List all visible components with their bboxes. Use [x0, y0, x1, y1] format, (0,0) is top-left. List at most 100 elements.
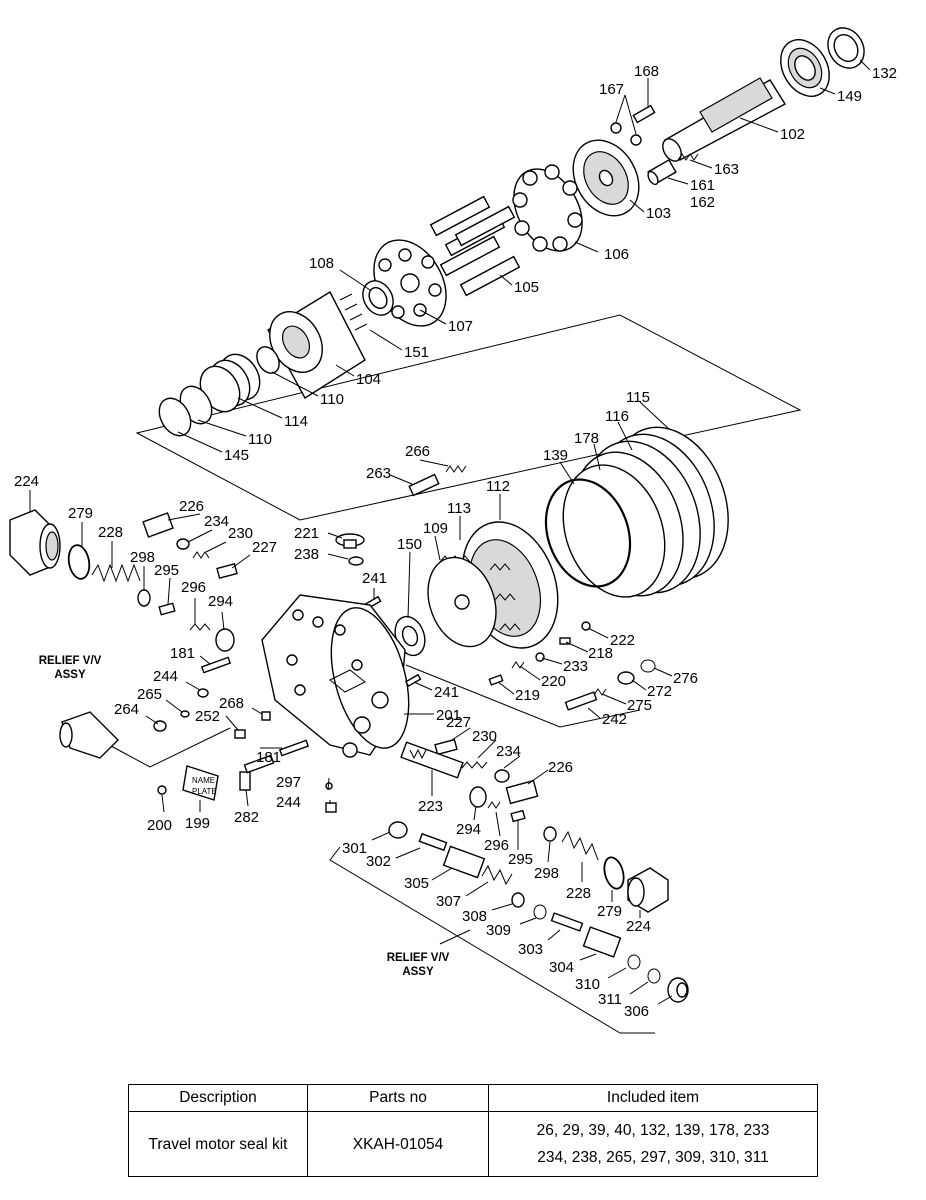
spring-set-114 — [199, 353, 261, 413]
part-label: 220 — [541, 673, 566, 690]
o-ring-234-left — [176, 538, 190, 550]
part-label: 114 — [284, 413, 308, 430]
rotating-group-bracket — [135, 314, 802, 521]
bearing-150 — [394, 615, 426, 657]
relief-valve-bracket-left — [99, 727, 231, 768]
part-label: 294 — [208, 593, 233, 610]
seat-298-lower — [543, 826, 557, 842]
spring-220 — [511, 661, 525, 669]
part-label: 200 — [147, 817, 172, 834]
part-label: 294 — [456, 821, 481, 838]
part-label: 108 — [309, 255, 334, 272]
part-label: 297 — [276, 774, 301, 791]
part-label: 161 — [690, 177, 715, 194]
part-label: 266 — [405, 443, 430, 460]
spool-242 — [564, 691, 598, 711]
part-label: 139 — [543, 447, 568, 464]
part-label: 145 — [224, 447, 249, 464]
part-label: 233 — [563, 658, 588, 675]
part-label: 272 — [647, 683, 672, 700]
swash-plate-103 — [572, 139, 640, 217]
part-label: 227 — [252, 539, 277, 556]
spring-228-lower — [561, 830, 599, 861]
part-label: 201 — [436, 707, 461, 724]
pin-168 — [632, 104, 656, 124]
part-label: 115 — [626, 389, 650, 406]
o-ring-279-left — [67, 544, 91, 580]
note-line: ASSY — [402, 966, 434, 978]
bolt-181-lower — [278, 739, 310, 757]
spring-230-lower — [461, 761, 488, 769]
part-label: 276 — [673, 670, 698, 687]
part-label: 308 — [462, 908, 487, 925]
part-label: 149 — [837, 88, 862, 105]
poppet-295-left — [158, 602, 176, 616]
part-label: 199 — [185, 815, 210, 832]
included-item-cell: 26, 29, 39, 40, 132, 139, 178, 233 234, … — [488, 1111, 818, 1177]
column-header-parts-no: Parts no — [307, 1084, 489, 1112]
part-label: 241 — [434, 684, 459, 701]
part-labels: 132 149 168 167 102 163 161 162 103 106 … — [14, 63, 897, 1020]
column-header-description: Description — [128, 1084, 308, 1112]
part-label: 226 — [179, 498, 204, 515]
o-ring-139 — [544, 478, 632, 588]
part-label: 275 — [627, 697, 652, 714]
relief-valve-assy-left — [59, 711, 119, 759]
part-label: 222 — [610, 632, 635, 649]
seat-298-left — [137, 589, 151, 607]
column-header-included-item: Included item — [488, 1084, 818, 1112]
valve-plate-109 — [427, 556, 497, 648]
part-label: 298 — [130, 549, 155, 566]
part-label: 218 — [588, 645, 613, 662]
plug-224-left — [9, 509, 61, 576]
plug-244-left — [197, 688, 209, 698]
poppet-294-lower — [469, 786, 487, 808]
part-label: 241 — [362, 570, 387, 587]
part-label: 238 — [294, 546, 319, 563]
part-label: 168 — [634, 63, 659, 80]
plug-306 — [667, 977, 689, 1003]
plug-226-lower — [505, 779, 539, 805]
o-ring-309 — [533, 904, 547, 920]
part-label: 306 — [624, 1003, 649, 1020]
plug-272 — [617, 671, 635, 685]
ball-167b — [630, 134, 642, 146]
part-label: 167 — [599, 81, 624, 98]
parts-no-cell: XKAH-01054 — [307, 1111, 489, 1177]
table-row: Travel motor seal kit XKAH-01054 26, 29,… — [128, 1111, 818, 1177]
plug-268 — [261, 711, 271, 721]
seat-301 — [388, 821, 408, 839]
part-label: 301 — [342, 840, 367, 857]
part-label: 151 — [404, 344, 429, 361]
plug-218 — [559, 637, 571, 645]
rivet-200 — [157, 785, 167, 795]
note-line: ASSY — [54, 669, 86, 681]
o-ring-234-lower — [494, 769, 510, 783]
description-cell: Travel motor seal kit — [128, 1111, 308, 1177]
part-label: 302 — [366, 853, 391, 870]
part-label: 311 — [598, 991, 622, 1008]
plug-252 — [234, 729, 246, 739]
spring-228-left — [91, 563, 141, 583]
part-label: 309 — [486, 922, 511, 939]
friction-plates-115-116 — [562, 426, 729, 598]
part-label: 264 — [114, 701, 139, 718]
pin-219 — [488, 674, 504, 686]
bolt-181-left — [200, 656, 232, 674]
part-label: 304 — [549, 959, 574, 976]
part-label: 112 — [486, 478, 510, 495]
relief-valve-bracket-lower — [329, 846, 655, 1034]
snap-ring-145 — [158, 397, 192, 437]
part-label: 104 — [356, 371, 381, 388]
spring-307 — [481, 864, 513, 886]
part-label: 132 — [872, 65, 897, 82]
sleeve-305 — [442, 845, 486, 879]
part-label: 234 — [204, 513, 229, 530]
part-label: 223 — [418, 798, 443, 815]
part-label: 295 — [508, 851, 533, 868]
o-ring-233 — [535, 652, 545, 662]
spring-230-left — [192, 551, 210, 559]
part-label: 227 — [446, 714, 471, 731]
poppet-295-lower — [510, 809, 526, 823]
ball-167a — [610, 122, 622, 134]
